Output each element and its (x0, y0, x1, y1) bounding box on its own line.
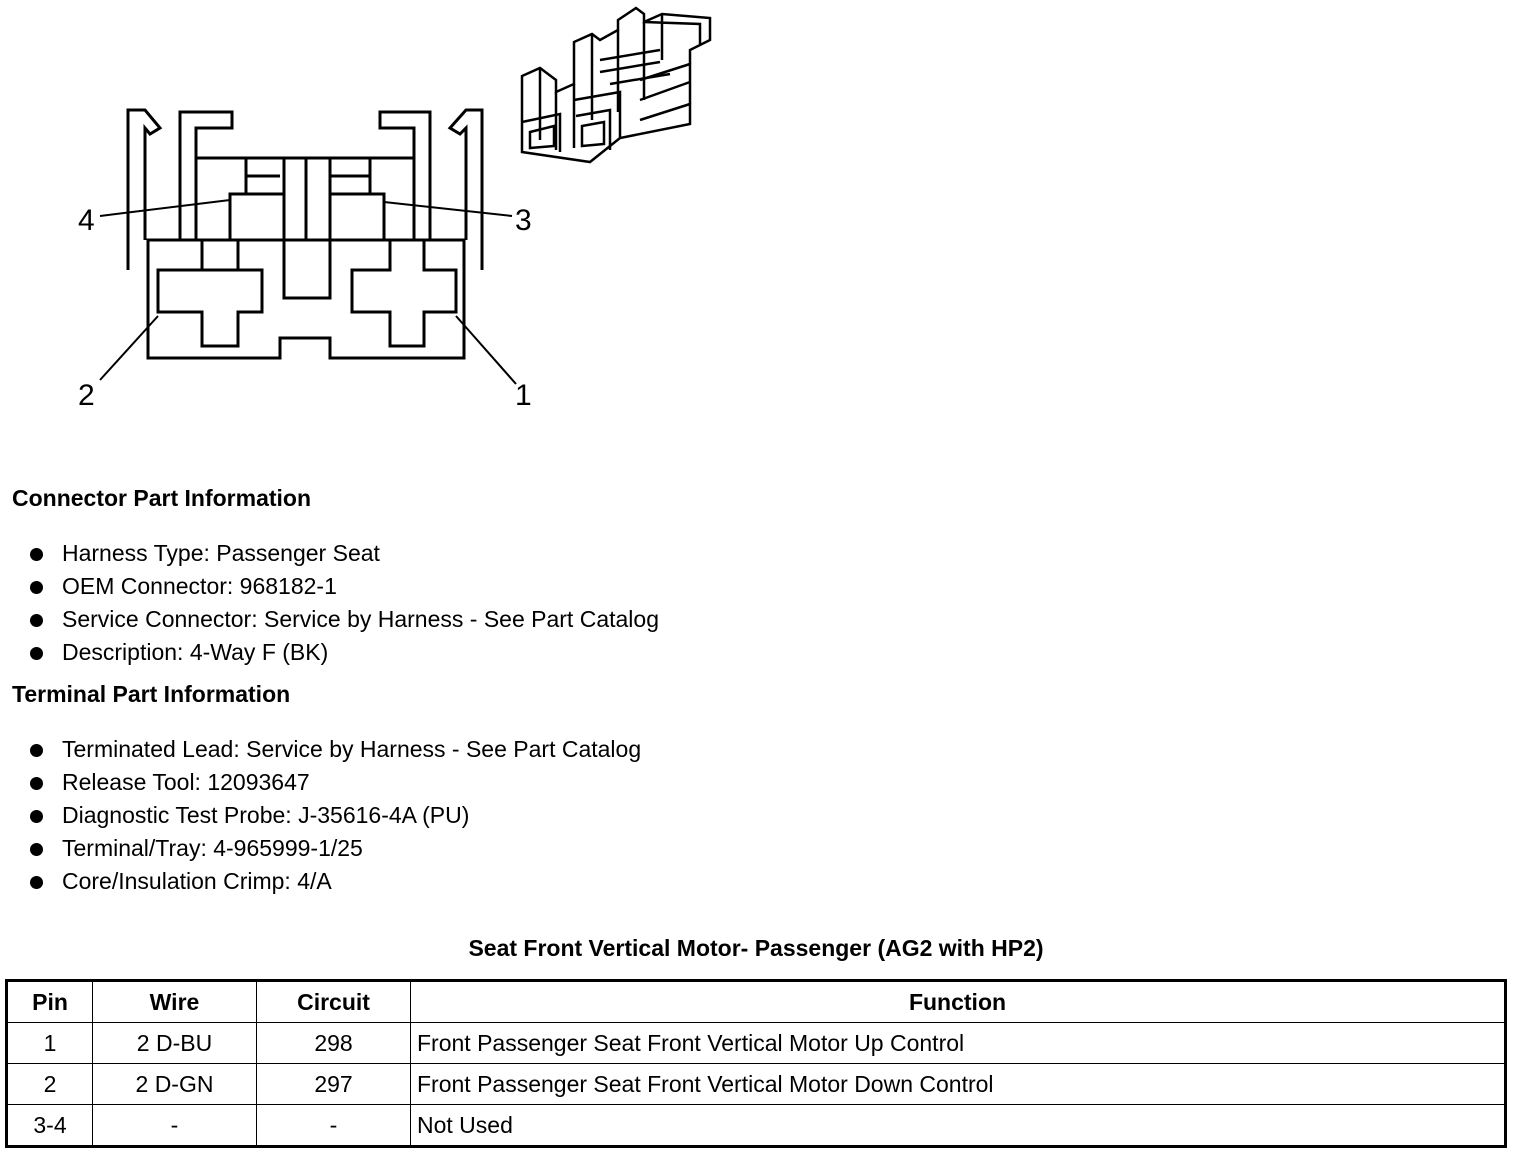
cell-wire: 2 D-GN (92, 1063, 257, 1105)
connector-info-list: Harness Type: Passenger Seat OEM Connect… (28, 537, 659, 669)
leader-2 (99, 315, 159, 381)
list-item: Release Tool: 12093647 (28, 766, 641, 799)
cell-wire: 2 D-BU (92, 1022, 257, 1064)
cell-pin: 1 (6, 1022, 93, 1064)
list-item: Terminal/Tray: 4-965999-1/25 (28, 832, 641, 865)
left-lock-tab (178, 110, 234, 240)
bullet-icon (30, 810, 43, 823)
cell-function: Front Passenger Seat Front Vertical Moto… (410, 1022, 1506, 1064)
bullet-icon (30, 876, 43, 889)
right-lock-tab (378, 110, 432, 240)
terminal-2 (156, 240, 264, 348)
cell-circuit: 298 (256, 1022, 411, 1064)
center-key (282, 158, 332, 300)
connector-isometric-view (520, 6, 712, 164)
terminal-1 (350, 240, 458, 348)
pin-label-4: 4 (78, 204, 95, 237)
header-wire: Wire (92, 980, 257, 1023)
cell-pin: 2 (6, 1063, 93, 1105)
terminal-info-list: Terminated Lead: Service by Harness - Se… (28, 733, 641, 898)
leader-3 (383, 201, 513, 217)
terminal-info-title: Terminal Part Information (12, 681, 291, 707)
table-row: 1 2 D-BU 298 Front Passenger Seat Front … (6, 1022, 1506, 1064)
list-item: Harness Type: Passenger Seat (28, 537, 659, 570)
header-circuit: Circuit (256, 980, 411, 1023)
cell-function: Not Used (410, 1104, 1506, 1147)
connector-diagram: 4 3 2 1 (78, 6, 712, 412)
connector-info-title: Connector Part Information (12, 485, 312, 511)
bullet-icon (30, 777, 43, 790)
list-item: Core/Insulation Crimp: 4/A (28, 865, 641, 898)
table-header-row: Pin Wire Circuit Function (6, 980, 1506, 1023)
cell-wire: - (92, 1104, 257, 1147)
cell-function: Front Passenger Seat Front Vertical Moto… (410, 1063, 1506, 1105)
pin-label-3: 3 (515, 204, 532, 237)
bullet-icon (30, 548, 43, 561)
pin-label-2: 2 (78, 379, 95, 412)
cavity-4 (228, 192, 286, 242)
pin-table: Pin Wire Circuit Function 1 2 D-BU 298 F… (5, 979, 1507, 1148)
left-latch-arm (126, 108, 163, 270)
table-row: 2 2 D-GN 297 Front Passenger Seat Front … (6, 1063, 1506, 1105)
bullet-icon (30, 614, 43, 627)
cavity-3 (328, 192, 386, 242)
leader-1 (455, 315, 517, 385)
mating-face (146, 238, 466, 360)
header-pin: Pin (6, 980, 93, 1023)
bullet-icon (30, 581, 43, 594)
bullet-icon (30, 744, 43, 757)
list-item: Service Connector: Service by Harness - … (28, 603, 659, 636)
table-row: 3-4 - - Not Used (6, 1104, 1506, 1147)
cell-pin: 3-4 (6, 1104, 93, 1147)
list-item: Diagnostic Test Probe: J-35616-4A (PU) (28, 799, 641, 832)
list-item: Terminated Lead: Service by Harness - Se… (28, 733, 641, 766)
bullet-icon (30, 647, 43, 660)
list-item: OEM Connector: 968182-1 (28, 570, 659, 603)
header-function: Function (410, 980, 1506, 1023)
pin-label-1: 1 (515, 379, 532, 412)
cell-circuit: - (256, 1104, 411, 1147)
right-latch-arm (447, 108, 484, 270)
leader-4 (99, 199, 231, 217)
bullet-icon (30, 843, 43, 856)
cell-circuit: 297 (256, 1063, 411, 1105)
table-title: Seat Front Vertical Motor- Passenger (AG… (468, 935, 1044, 961)
list-item: Description: 4-Way F (BK) (28, 636, 659, 669)
